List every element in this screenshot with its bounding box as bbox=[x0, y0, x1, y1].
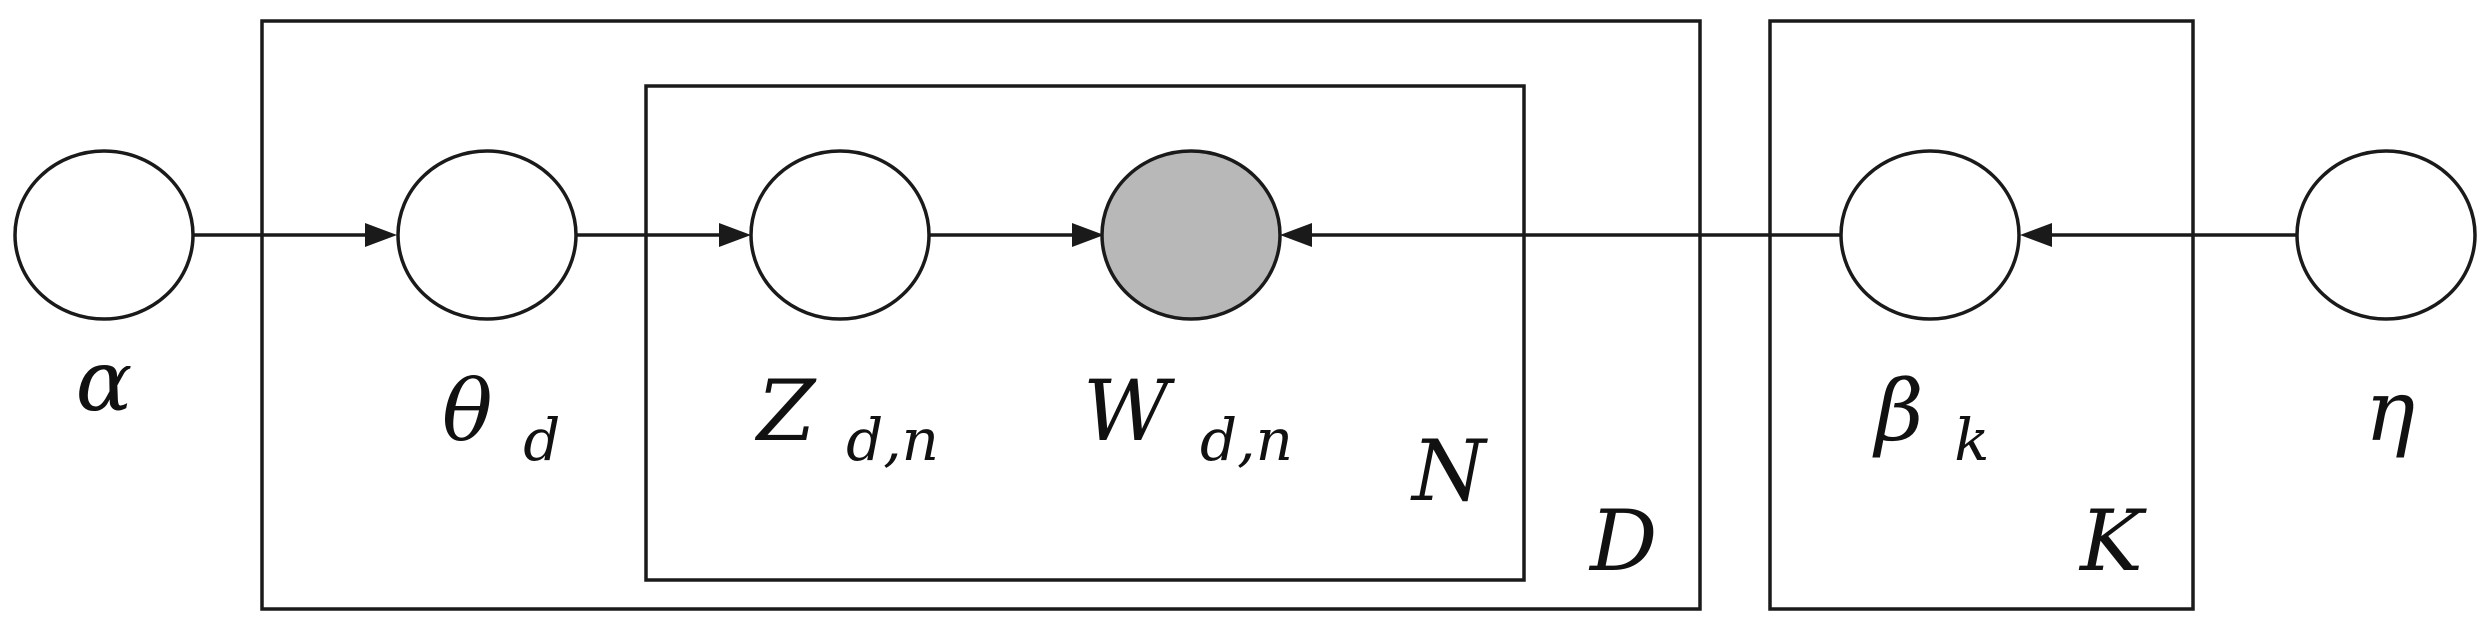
label-theta-symbol: θ bbox=[442, 362, 493, 460]
plate-d bbox=[260, 19, 1702, 611]
node-beta bbox=[1839, 149, 2021, 321]
arrowhead-alpha-theta bbox=[365, 223, 397, 247]
label-w-subscript: d,n bbox=[1200, 406, 1293, 474]
arrowhead-theta-z bbox=[719, 223, 751, 247]
plate-label-d: D bbox=[1588, 492, 1657, 590]
label-z-subscript: d,n bbox=[846, 406, 939, 474]
label-alpha-symbol: α bbox=[76, 332, 133, 430]
plate-label-n: N bbox=[1410, 422, 1488, 520]
plate-label-k: K bbox=[2078, 492, 2147, 590]
label-w-symbol: W bbox=[1083, 362, 1176, 460]
label-z-symbol: Z bbox=[754, 362, 817, 460]
node-z bbox=[749, 149, 931, 321]
label-theta: θ d bbox=[442, 362, 560, 474]
label-eta: η bbox=[2365, 362, 2415, 460]
label-theta-subscript: d bbox=[523, 406, 560, 474]
label-beta: β k bbox=[1872, 362, 1989, 474]
plate-k bbox=[1768, 19, 2195, 611]
node-alpha bbox=[13, 149, 195, 321]
label-w: W d,n bbox=[1083, 362, 1293, 474]
label-eta-symbol: η bbox=[2365, 362, 2415, 460]
label-z: Z d,n bbox=[754, 362, 939, 474]
node-eta bbox=[2295, 149, 2477, 321]
node-w bbox=[1100, 149, 1282, 321]
label-beta-symbol: β bbox=[1872, 362, 1924, 460]
label-beta-subscript: k bbox=[1954, 406, 1989, 474]
arrowhead-beta-w bbox=[1280, 223, 1312, 247]
label-alpha: α bbox=[76, 332, 133, 430]
arrowhead-z-w bbox=[1072, 223, 1104, 247]
plate-n bbox=[644, 84, 1526, 582]
node-theta bbox=[396, 149, 578, 321]
arrowhead-eta-beta bbox=[2020, 223, 2052, 247]
